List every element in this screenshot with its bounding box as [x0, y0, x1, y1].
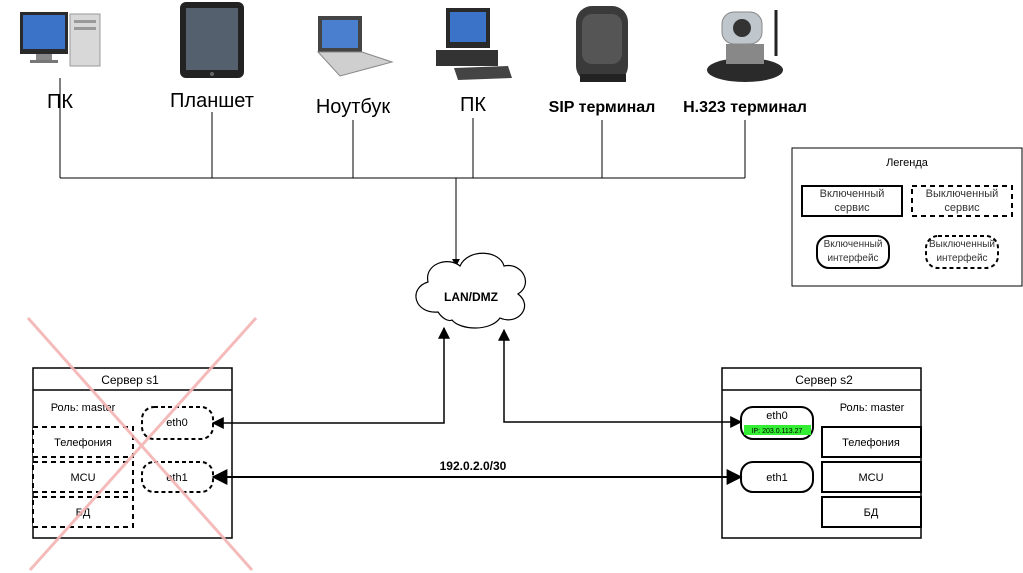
interconnect-subnet-label: 192.0.2.0/30: [440, 459, 507, 473]
desktop-pc-icon: [20, 12, 101, 67]
device-label: H.323 терминал: [683, 99, 807, 116]
cloud-label: LAN/DMZ: [444, 290, 498, 304]
legend-title: Легенда: [886, 157, 929, 169]
tablet-icon: [180, 2, 244, 78]
legend-disabled-interface-box: [925, 235, 999, 269]
s2-service-telephony-label: Телефония: [842, 437, 900, 449]
server-s1-title: Сервер s1: [101, 373, 159, 387]
legend-enabled-service-box: [801, 185, 903, 217]
s1-service-mcu-label: MCU: [70, 472, 95, 484]
s2-eth0-ip-badge: [744, 425, 811, 435]
device-label: ПК: [460, 94, 486, 116]
server-s2-role: Роль: master: [840, 402, 905, 414]
legend-disabled-service-box: [911, 185, 1013, 217]
s2-eth1-label: eth1: [766, 472, 787, 484]
s2-service-mcu: [821, 461, 922, 493]
legend-enabled-interface-box: [816, 235, 890, 269]
s1-eth1-interface: [141, 461, 214, 493]
legend-enabled-service-label: Включенный сервис: [819, 188, 885, 214]
failure-cross-icon: [26, 316, 258, 572]
sip-terminal-icon: [576, 6, 628, 82]
legend-disabled-interface-label: Выключенный интерфейс: [928, 239, 996, 264]
device-label: Планшет: [170, 90, 254, 112]
s2-eth0-to-lan-link: [498, 328, 743, 428]
device-bus: [59, 78, 746, 179]
s2-service-mcu-label: MCU: [858, 472, 883, 484]
s2-service-db: [821, 496, 922, 528]
workstation-pc-icon: [436, 8, 512, 80]
server-s2-title: Сервер s2: [795, 373, 853, 387]
s1-eth0-label: eth0: [166, 417, 187, 429]
server-s2: Сервер s2 Роль: master eth0 IP: 203.0.11…: [721, 367, 922, 539]
s2-service-db-label: БД: [864, 507, 879, 519]
h323-camera-icon: [707, 10, 783, 82]
s1-service-telephony-label: Телефония: [54, 437, 112, 449]
s2-eth0-label: eth0: [766, 410, 787, 422]
legend-enabled-interface-label: Включенный интерфейс: [823, 239, 883, 264]
s2-eth0-ip: IP: 203.0.113.27: [752, 428, 803, 435]
s1-service-telephony: [32, 426, 134, 458]
device-label: SIP терминал: [549, 99, 656, 116]
server-s1-role: Роль: master: [51, 402, 116, 414]
s1-eth0-to-lan-link: [211, 326, 450, 429]
device-label: Ноутбук: [316, 96, 391, 118]
s1-service-mcu: [32, 461, 134, 493]
server-s1: Сервер s1 Роль: master Телефония MCU БД …: [32, 367, 233, 539]
s2-service-telephony: [821, 426, 922, 458]
lan-dmz-cloud: LAN/DMZ: [415, 252, 526, 329]
legend: Легенда Включенный сервис Выключенный се…: [791, 147, 1023, 287]
laptop-icon: [316, 16, 394, 77]
legend-disabled-service-label: Выключенный сервис: [925, 188, 999, 214]
